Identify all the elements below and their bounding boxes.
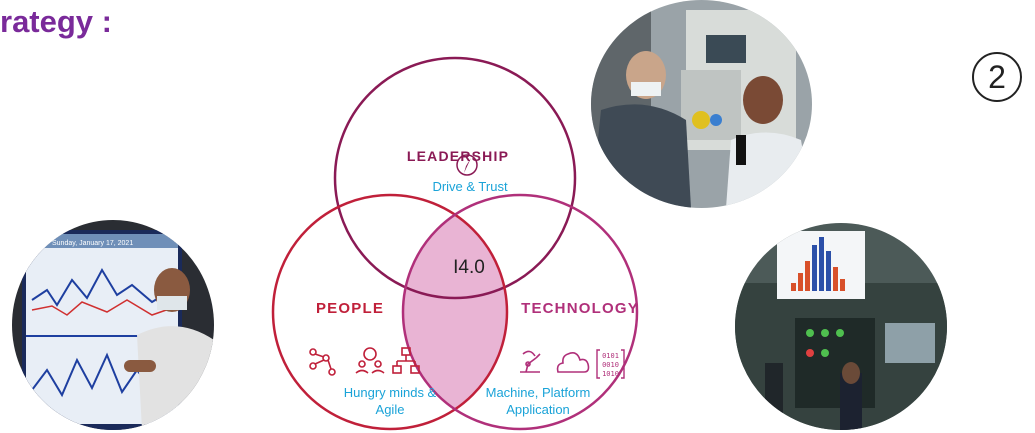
people-caption-line2: Agile bbox=[376, 402, 405, 417]
cloud-icon bbox=[556, 352, 590, 373]
team-icon bbox=[355, 347, 385, 374]
technology-label: TECHNOLOGY bbox=[521, 300, 639, 317]
leadership-caption: Drive & Trust bbox=[432, 179, 508, 194]
svg-text:1010: 1010 bbox=[602, 370, 619, 378]
svg-text:0101: 0101 bbox=[602, 352, 619, 360]
network-icon bbox=[309, 348, 336, 376]
technology-caption-line2: Application bbox=[506, 402, 570, 417]
center-overlap bbox=[403, 195, 507, 429]
dashboard-header-text: Sunday, January 17, 2021 bbox=[52, 240, 133, 247]
leadership-circle bbox=[333, 56, 577, 300]
binary-icon: 0101 0010 1010 bbox=[596, 349, 625, 379]
compass-icon bbox=[456, 154, 478, 176]
people-circle bbox=[271, 193, 509, 431]
technology-circle bbox=[401, 193, 639, 431]
people-caption-line1: Hungry minds & bbox=[344, 385, 437, 400]
step-number-badge: 2 bbox=[972, 52, 1022, 102]
robot-arm-icon bbox=[520, 350, 541, 373]
people-label: PEOPLE bbox=[316, 300, 384, 317]
technology-caption-line1: Machine, Platform bbox=[486, 385, 591, 400]
page-title: rategy : bbox=[0, 4, 112, 39]
photo-dashboard-presenter: Sunday, January 17, 2021 bbox=[12, 220, 214, 430]
leadership-label: LEADERSHIP bbox=[407, 148, 509, 164]
center-label: I4.0 bbox=[453, 257, 485, 278]
svg-text:0010: 0010 bbox=[602, 361, 619, 369]
org-chart-icon bbox=[392, 347, 420, 374]
